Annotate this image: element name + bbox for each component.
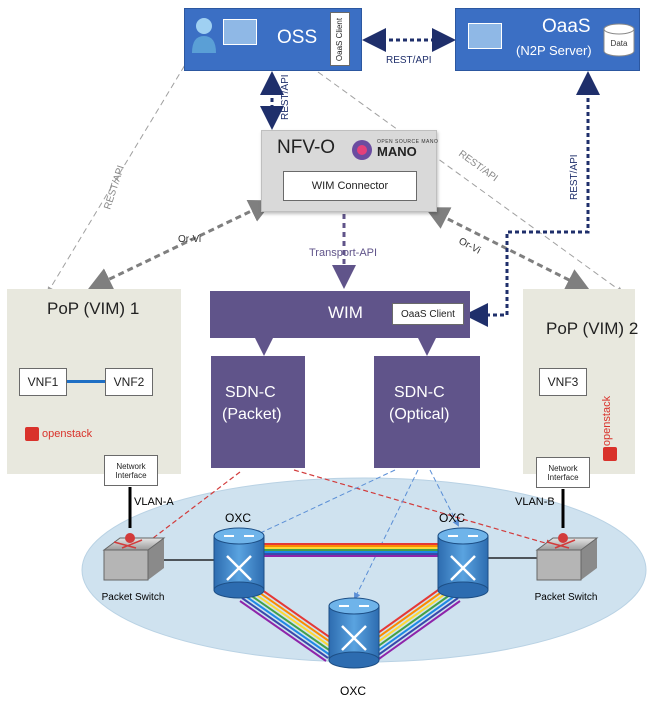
packet-switch-right-label: Packet Switch: [535, 592, 598, 603]
sdn-packet-to-switch-left: [138, 471, 241, 550]
sdn-optical-to-oxc-left: [254, 469, 396, 537]
oaas-subtitle: (N2P Server): [516, 43, 592, 58]
osm-logo-caption: OPEN SOURCE MANO: [377, 139, 439, 145]
openstack-label: openstack: [601, 395, 614, 447]
vlan-b-label: VLAN-B: [515, 496, 555, 508]
sdn-c-packet-line2: (Packet): [222, 406, 282, 423]
vnf2-box: VNF2: [105, 368, 153, 396]
netdiagram-icon: [468, 23, 502, 49]
oxc-bottom-label: OXC: [340, 684, 366, 698]
sdn-c-optical-line1: SDN-C: [394, 384, 445, 401]
netdiagram-icon: [223, 19, 257, 45]
wim-oaas-client-label: OaaS Client: [401, 308, 455, 320]
user-icon: [192, 18, 216, 53]
sdn-packet-to-switch-right: [293, 469, 555, 548]
oaas-box: OaaS (N2P Server) Data: [455, 8, 640, 71]
vnf1-vnf2-link: [67, 380, 105, 383]
oxc-bottom-icon: [328, 597, 380, 669]
or-vi-right-label: Or-Vi: [457, 236, 483, 257]
oss-box: OSS OaaS Client: [184, 8, 362, 71]
openstack-logo-icon: [25, 427, 39, 441]
wim-title: WIM: [328, 303, 363, 322]
transport-api-label: Transport-API: [309, 247, 377, 259]
oxc-right-icon: [437, 527, 489, 599]
oss-oaas-client: OaaS Client: [330, 12, 350, 66]
data-store-icon: Data: [603, 23, 635, 57]
pop1-netif-line1: Network: [116, 461, 146, 471]
wim-connector-label: WIM Connector: [311, 180, 389, 192]
wim-oaas-client: OaaS Client: [392, 303, 464, 325]
oss-oaas-client-label: OaaS Client: [335, 17, 345, 61]
or-vi-left-label: Or-Vi: [178, 234, 201, 245]
rest-api-top-label: REST/API: [386, 55, 432, 66]
rest-api-left-line: [47, 39, 201, 293]
pop-vim-2-box: PoP (VIM) 2 VNF3 openstack Network Inter…: [523, 289, 639, 488]
vlan-a-label: VLAN-A: [134, 496, 174, 508]
pop2-title: PoP (VIM) 2: [546, 319, 639, 338]
packet-switch-left-label: Packet Switch: [102, 592, 165, 603]
vnf3-label: VNF3: [547, 375, 579, 389]
oaas-title: OaaS: [542, 16, 591, 37]
oxc-left-label: OXC: [225, 511, 251, 525]
packet-switch-left-icon: [102, 533, 166, 581]
pop2-netif-line1: Network: [548, 463, 578, 473]
vnf1-box: VNF1: [19, 368, 67, 396]
vnf1-label: VNF1: [27, 375, 59, 389]
sdn-c-packet-line1: SDN-C: [225, 384, 276, 401]
pop1-netif-line2: Interface: [115, 470, 147, 480]
wim-connector-box: WIM Connector: [283, 171, 417, 201]
rainbow-link-left: [239, 582, 339, 662]
rest-api-right-label: REST/API: [456, 149, 499, 185]
vnf2-label: VNF2: [113, 375, 145, 389]
oss-title: OSS: [277, 27, 318, 48]
sdn-c-packet-box: SDN-C (Packet): [211, 356, 305, 468]
oxc-left-icon: [213, 527, 265, 599]
rest-api-left-label: REST/API: [102, 164, 127, 211]
or-vi-left-line: [87, 199, 274, 291]
openstack-label: openstack: [42, 428, 93, 440]
pop2-netif-line2: Interface: [547, 472, 579, 482]
sdn-c-optical-line2: (Optical): [389, 406, 450, 423]
openstack-logo-icon: [603, 447, 617, 461]
nfvo-title: NFV-O: [277, 137, 336, 158]
sdn-optical-to-oxc-right: [429, 469, 459, 527]
rest-api-oaas-wim-line: [464, 71, 600, 327]
packet-switch-right-icon: [535, 533, 599, 581]
pop2-openstack-logo: openstack: [601, 395, 618, 461]
osm-logo-text: MANO: [377, 144, 417, 159]
pop-vim-1-box: PoP (VIM) 1 VNF1 VNF2 openstack Network …: [7, 289, 181, 486]
pop1-title: PoP (VIM) 1: [47, 299, 140, 318]
oxc-right-label: OXC: [439, 511, 465, 525]
pop2-network-interface: Network Interface: [536, 457, 590, 488]
vnf3-box: VNF3: [539, 368, 587, 396]
wim-box: WIM OaaS Client: [210, 291, 470, 338]
rest-api-oss-nfvo-label: REST/API: [280, 74, 291, 120]
osm-logo-icon: [352, 140, 372, 160]
sdn-c-optical-box: SDN-C (Optical): [374, 356, 480, 468]
data-store-label: Data: [611, 39, 628, 48]
rainbow-link-top: [262, 543, 442, 557]
pop1-network-interface: Network Interface: [104, 455, 158, 486]
rest-api-oaas-wim-label: REST/API: [569, 154, 580, 200]
nfvo-box: NFV-O OPEN SOURCE MANO MANO WIM Connecto…: [261, 130, 439, 212]
